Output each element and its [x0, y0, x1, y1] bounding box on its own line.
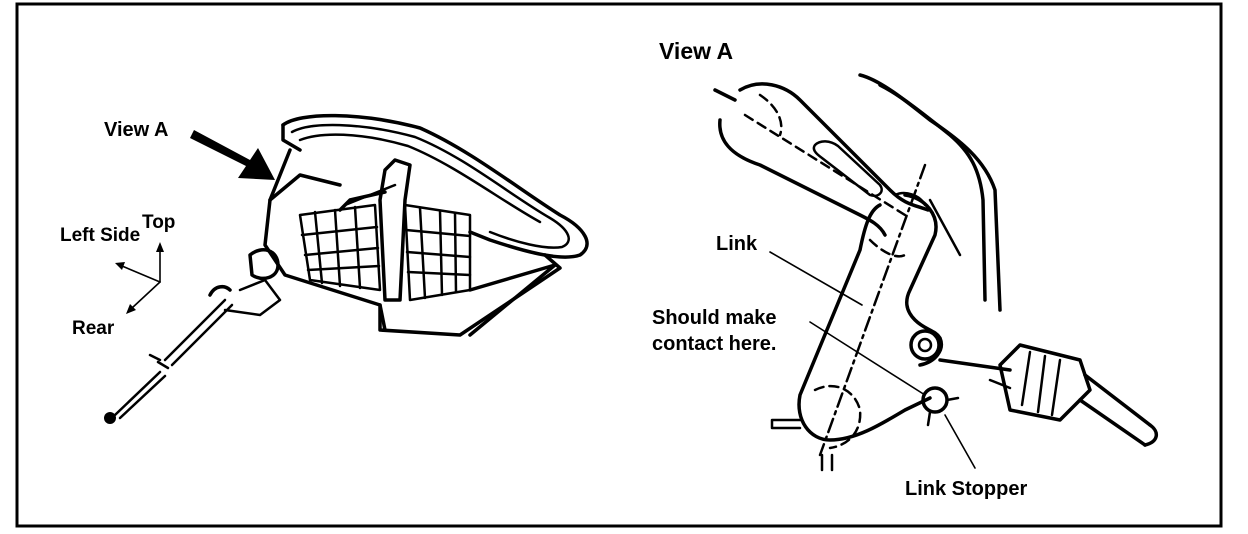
link-leader-line: [769, 251, 863, 306]
orientation-left-side-label: Left Side: [60, 225, 140, 246]
link-mechanism-illustration: [713, 73, 1158, 472]
contact-label-line2: contact here.: [652, 333, 776, 355]
link-label: Link: [716, 233, 758, 255]
orientation-indicator: [115, 242, 164, 314]
figure-border: [15, 2, 1223, 528]
view-a-arrow: [190, 130, 275, 180]
contact-leader-line: [809, 321, 926, 396]
link-stopper-label: Link Stopper: [905, 478, 1027, 500]
heater-unit-illustration: [104, 113, 589, 424]
stopper-leader-line: [944, 414, 976, 469]
view-a-arrow-label: View A: [104, 119, 168, 141]
contact-label-line1: Should make: [652, 307, 776, 329]
orientation-rear-label: Rear: [72, 318, 115, 339]
view-a-title: View A: [659, 38, 733, 64]
orientation-top-label: Top: [142, 212, 175, 233]
